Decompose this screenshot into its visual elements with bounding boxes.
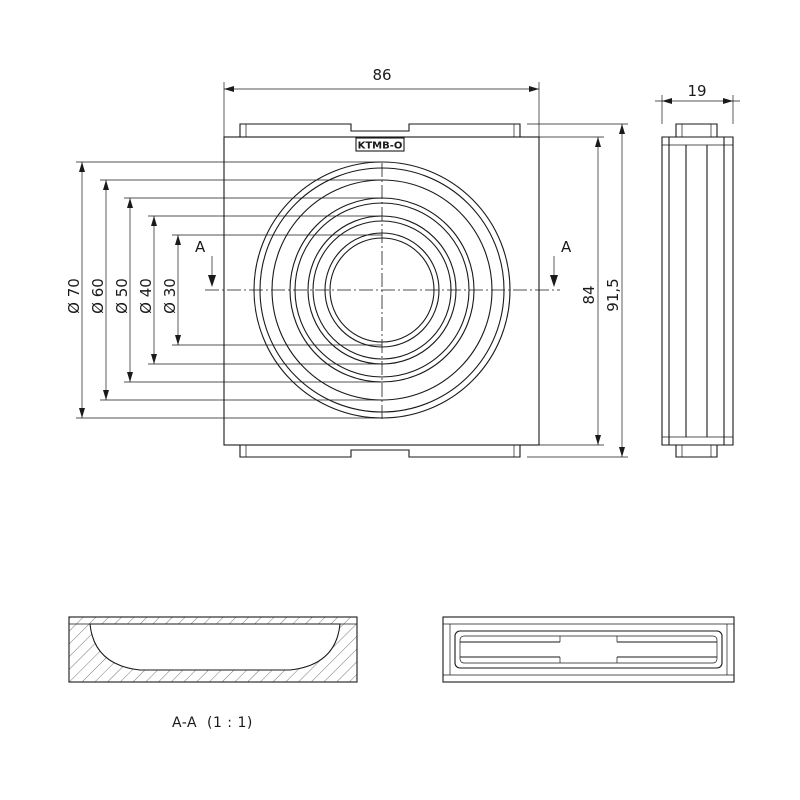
part-label: KTMB-O bbox=[358, 141, 403, 152]
section-caption: A-A (1 : 1) bbox=[172, 715, 253, 731]
svg-text:A: A bbox=[561, 238, 572, 256]
front-view: KTMB-O A A bbox=[195, 123, 572, 458]
body-outline bbox=[223, 136, 540, 446]
dia-50-label: Ø 50 bbox=[113, 278, 131, 314]
bottom-rail bbox=[239, 445, 521, 458]
section-arrow-left: A bbox=[195, 238, 216, 287]
dimension-diameters: Ø 70 Ø 60 Ø 50 Ø 40 Ø 30 bbox=[65, 161, 382, 419]
width-value: 86 bbox=[372, 66, 391, 84]
dimension-height-outer: 91,5 bbox=[527, 123, 628, 458]
height-inner-value: 84 bbox=[580, 285, 598, 304]
depth-value: 19 bbox=[687, 82, 706, 100]
svg-text:A: A bbox=[195, 238, 206, 256]
bottom-view bbox=[442, 616, 735, 683]
dia-70-label: Ø 70 bbox=[65, 278, 83, 314]
label-box bbox=[355, 137, 405, 152]
section-view bbox=[68, 616, 358, 683]
dia-60-label: Ø 60 bbox=[89, 278, 107, 314]
dimension-height-inner: 84 bbox=[539, 136, 604, 446]
top-rail bbox=[239, 123, 521, 137]
dimension-width: 86 bbox=[223, 66, 540, 137]
height-outer-value: 91,5 bbox=[604, 278, 622, 311]
dia-40-label: Ø 40 bbox=[137, 278, 155, 314]
dia-30-label: Ø 30 bbox=[161, 278, 179, 314]
section-arrow-right: A bbox=[550, 238, 572, 287]
side-view bbox=[661, 123, 734, 458]
dimension-depth: 19 bbox=[655, 82, 740, 124]
